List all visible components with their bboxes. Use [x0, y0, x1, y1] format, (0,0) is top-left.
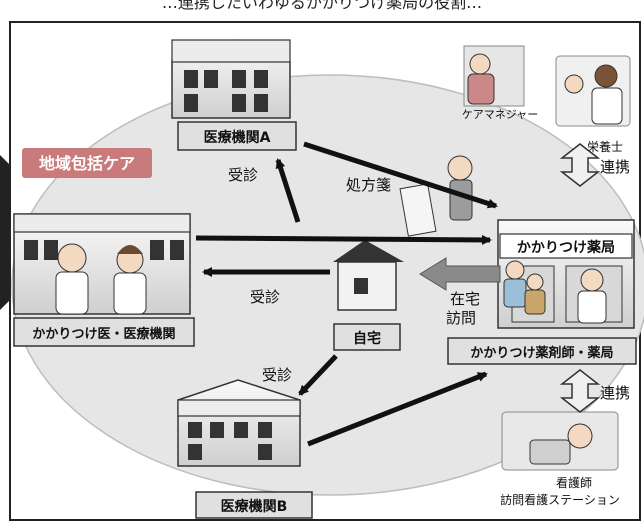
- hospital-b-label: 医療機関B: [221, 498, 288, 515]
- home-box: [333, 323, 401, 351]
- cooperation-label-top: 連携: [600, 158, 630, 176]
- care-manager-label: ケアマネジャー: [462, 108, 538, 121]
- family-doctor-building-icon: [13, 213, 191, 315]
- community-care-badge: [22, 148, 152, 178]
- hospital-b-building-icon: [177, 379, 301, 467]
- hospital-a-box: [177, 121, 297, 151]
- prescription-label: 処方箋: [346, 176, 391, 194]
- pharmacy-sign: かかりつけ薬局: [517, 239, 615, 256]
- nurse-doctor-icon: [113, 245, 147, 315]
- arrow-home-to-hospital-b: [298, 354, 338, 396]
- hospital-a-building-icon: [171, 39, 291, 119]
- pharmacist-icon: [577, 268, 607, 324]
- pharmacy-label: かかりつけ薬剤師・薬局: [470, 345, 613, 361]
- home-visit-arrow: [419, 257, 501, 291]
- dietitian-label: 栄養士: [587, 139, 623, 154]
- home-visit-label-2: 訪問: [446, 309, 476, 327]
- care-manager-icon: [463, 45, 525, 107]
- arrow-hospital-b-to-pharmacy: [307, 371, 488, 447]
- hospital-b-box: [195, 491, 313, 519]
- arrow-to-hospital-a: [275, 158, 301, 223]
- visiting-station-label: 訪問看護ステーション: [500, 492, 620, 507]
- community-care-label: 地域包括ケア: [39, 154, 135, 173]
- arrow-hospital-a-to-pharmacy: [303, 141, 498, 209]
- consult-label-a: 受診: [228, 166, 258, 184]
- home-visit-label-1: 在宅: [450, 290, 480, 308]
- home-icon: [333, 240, 404, 311]
- nurse-icon: [501, 411, 619, 471]
- cooperation-arrow-top-icon: [559, 143, 601, 187]
- community-oval: [11, 74, 644, 496]
- patients-group-icon: [503, 260, 546, 315]
- family-doctor-label: かかりつけ医・医療機関: [32, 326, 175, 342]
- cooperation-label-bottom: 連携: [600, 384, 630, 402]
- doctor-icon: [55, 243, 89, 315]
- pharmacy-label-box: [447, 337, 637, 365]
- home-label: 自宅: [353, 330, 381, 347]
- header-title: …連携したいわゆるかかりつけ薬局の役割…: [162, 0, 482, 12]
- left-chevron: [0, 155, 10, 310]
- nurse-label: 看護師: [556, 475, 592, 490]
- consult-label-b: 受診: [262, 366, 292, 384]
- cooperation-arrow-bottom-icon: [559, 369, 601, 413]
- prescription-icon: [399, 183, 437, 237]
- hospital-a-label: 医療機関A: [204, 129, 271, 146]
- dietitian-icon: [555, 55, 631, 127]
- elderly-patient-icon: [447, 155, 473, 221]
- consult-label-doctor: 受診: [250, 288, 280, 306]
- family-doctor-box: [13, 317, 195, 347]
- arrow-doctor-to-pharmacy: [195, 234, 492, 245]
